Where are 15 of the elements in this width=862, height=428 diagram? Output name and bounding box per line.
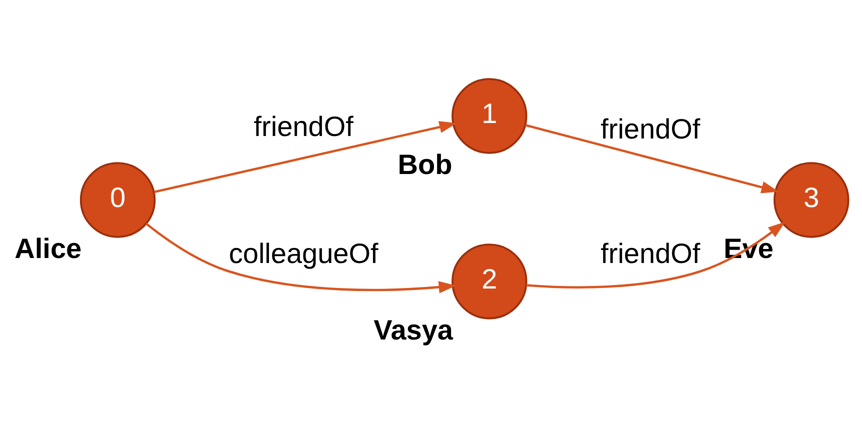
- node-label: Alice: [14, 233, 82, 264]
- edge-label: friendOf: [600, 238, 700, 270]
- arrow: [526, 222, 785, 288]
- node-circle: 3: [773, 162, 849, 238]
- arrow: [144, 222, 456, 294]
- node-circle: 1: [451, 78, 527, 154]
- node-label: Bob: [397, 149, 452, 180]
- node-circle: 2: [451, 244, 527, 320]
- arrow: [524, 124, 778, 194]
- edge-label: friendOf: [253, 110, 353, 142]
- edge-label: friendOf: [600, 113, 700, 144]
- edge-label: colleagueOf: [228, 238, 378, 270]
- arrow: [153, 121, 456, 194]
- node-circle: 0: [79, 162, 156, 238]
- node-label: Vasya: [373, 314, 453, 346]
